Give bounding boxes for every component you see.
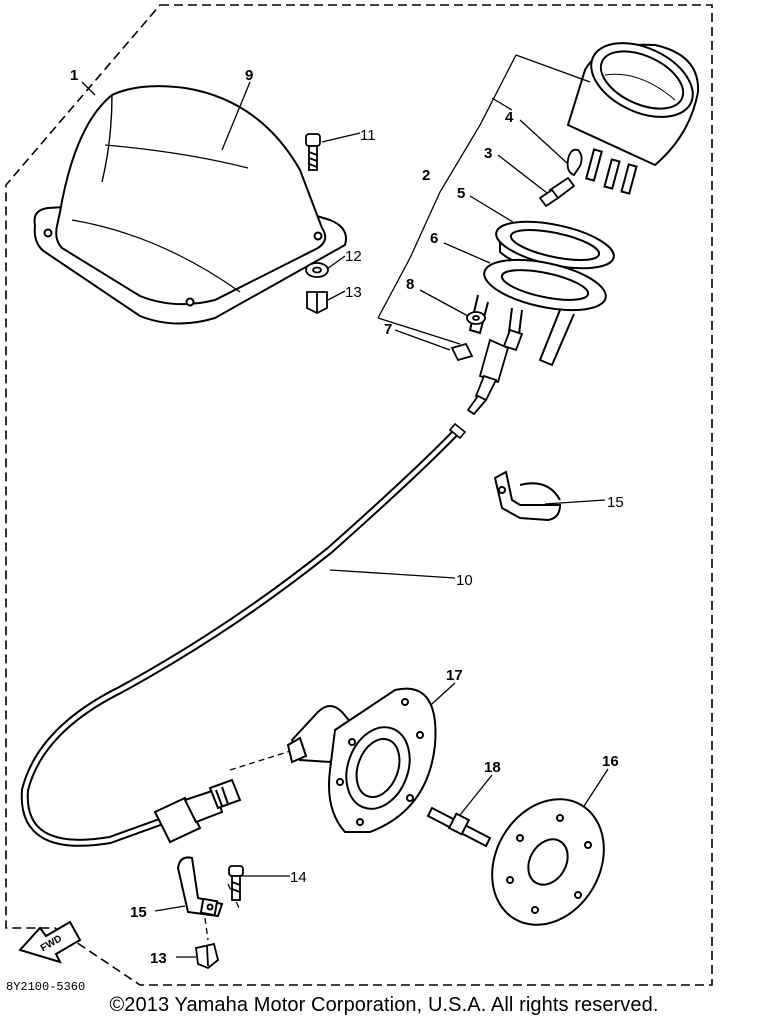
copyright-notice: ©2013 Yamaha Motor Corporation, U.S.A. A…	[109, 994, 659, 1016]
forward-arrow: FWD	[18, 920, 82, 964]
bulb	[566, 148, 583, 177]
callout-18: 18	[484, 759, 501, 776]
callout-3: 3	[484, 145, 492, 162]
callout-11: 11	[360, 127, 376, 144]
callout-5: 5	[457, 185, 465, 202]
diagram-code: 8Y2100-5360	[6, 980, 85, 994]
nut	[195, 942, 220, 970]
callout-15-lower: 15	[130, 904, 147, 921]
bracket	[468, 258, 607, 367]
drive-plate	[491, 798, 605, 926]
bulb-socket	[538, 176, 576, 208]
callout-2: 2	[422, 167, 430, 184]
callout-16: 16	[602, 753, 619, 770]
callout-15-upper: 15	[607, 494, 624, 511]
washer	[305, 262, 329, 278]
callout-4: 4	[505, 109, 514, 126]
callout-13: 13	[345, 284, 362, 301]
callout-14: 14	[290, 869, 307, 886]
parts-diagram: FWD 8Y2100-5360 1 9 11 12 13 4 3 2 5 6 8…	[5, 4, 713, 994]
drive-pin	[426, 806, 492, 848]
speedometer-cable	[20, 422, 467, 847]
speedometer	[566, 42, 700, 195]
callout-7: 7	[384, 321, 392, 338]
nut	[306, 291, 328, 315]
callout-10: 10	[456, 572, 473, 589]
callout-1: 1	[70, 67, 78, 84]
leader-lines	[81, 54, 609, 958]
bolt	[228, 865, 244, 901]
callout-17: 17	[446, 667, 463, 684]
damper-rubber	[495, 220, 615, 270]
callout-13-lower: 13	[150, 950, 167, 967]
callout-9: 9	[245, 67, 253, 84]
meter-cover	[33, 85, 347, 325]
screw	[305, 133, 321, 171]
cable-fitting	[466, 328, 524, 416]
callout-12: 12	[345, 248, 362, 265]
cable-end-fitting	[153, 778, 242, 844]
grommet	[466, 311, 486, 325]
assembly-boundary	[5, 4, 713, 986]
cable-clamp	[493, 470, 562, 522]
cable-clamp	[176, 856, 224, 918]
gear-plate	[328, 687, 437, 833]
callout-8: 8	[406, 276, 414, 293]
callout-6: 6	[430, 230, 438, 247]
nut	[450, 342, 474, 362]
